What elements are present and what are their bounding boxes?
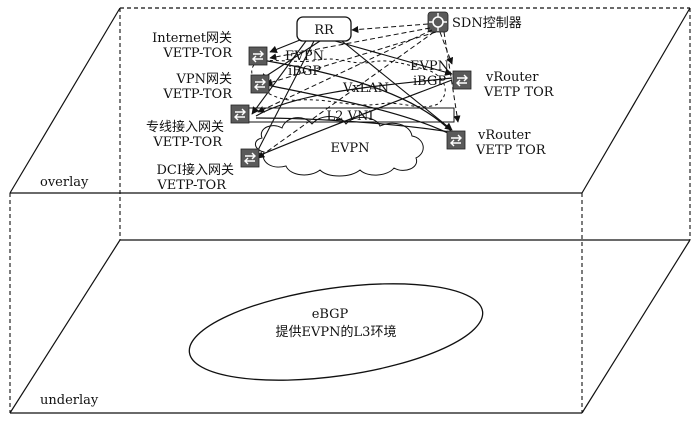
leased-line-gateway-sublabel: VETP-TOR: [152, 135, 223, 150]
sdn-controller-label: SDN控制器: [452, 16, 522, 31]
sdn-controller-icon: [427, 11, 449, 33]
dci-gateway-label: DCI接入网关: [156, 162, 234, 178]
vpn-gateway-icon: [250, 74, 270, 94]
ebgp-label: eBGP: [312, 307, 349, 322]
vrouter-top-sublabel: VETP TOR: [483, 85, 555, 100]
leased-line-gateway-icon: [230, 104, 250, 124]
dci-gateway-icon: [240, 148, 260, 168]
vrouter-bottom-icon: [446, 130, 466, 150]
overlay-plane: [9, 7, 691, 194]
vxlan-label: VxLAN: [342, 81, 389, 96]
leased-line-gateway-label: 专线接入网关: [146, 119, 224, 135]
vpn-gateway-sublabel: VETP-TOR: [162, 87, 233, 102]
vrouter-top-icon: [452, 70, 472, 90]
vrouter-bottom-sublabel: VETP TOR: [475, 143, 547, 158]
evpn-cloud: [255, 116, 424, 177]
evpn-left-label: EVPN: [285, 49, 324, 64]
internet-gateway-label: Internet网关: [152, 31, 232, 46]
vxlan-tunnels: [255, 59, 453, 157]
underlay-plane: [9, 239, 691, 414]
plane-connectors: [9, 8, 691, 413]
l3-environment-ellipse: [188, 283, 484, 381]
underlay-layer-label: underlay: [40, 393, 99, 408]
l3-environment-label: 提供EVPN的L3环境: [276, 324, 397, 340]
dci-gateway-sublabel: VETP-TOR: [156, 178, 227, 193]
vrouter-bottom-label: vRouter: [477, 128, 531, 143]
internet-gateway-sublabel: VETP-TOR: [162, 46, 233, 61]
vrouter-top-label: vRouter: [485, 70, 539, 85]
evpn-cloud-label: EVPN: [331, 141, 370, 156]
overlay-layer-label: overlay: [40, 175, 89, 190]
internet-gateway-icon: [248, 46, 268, 66]
rr-label: RR: [314, 23, 335, 38]
sdn-sessions: [257, 23, 461, 159]
vpn-gateway-label: VPN网关: [175, 72, 232, 87]
rr-node: [296, 16, 352, 42]
